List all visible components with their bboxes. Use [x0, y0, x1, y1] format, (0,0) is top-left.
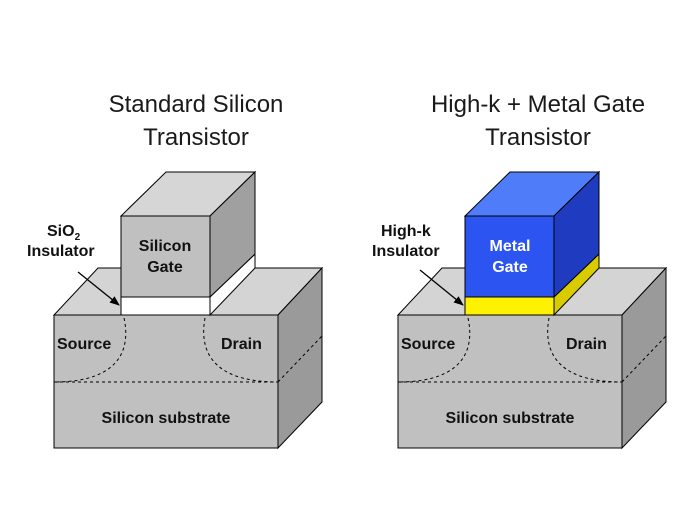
right-highk-insulator: [464, 296, 555, 316]
right-drain-region: [547, 317, 623, 383]
left-insulator-formula: SiO: [47, 223, 75, 240]
left-gate-label-line1: Silicon: [139, 238, 191, 255]
left-gate-label-line2: Gate: [147, 259, 183, 276]
right-title: High-k + Metal Gate Transistor: [430, 91, 646, 151]
left-source-label: Source: [57, 336, 111, 353]
right-substrate-front: [397, 314, 623, 449]
left-drain-region: [203, 317, 279, 383]
right-source-label: Source: [401, 336, 455, 353]
right-transistor: Metal Gate High-k Insulator Source Drain…: [372, 170, 668, 450]
left-insulator-arrow: [77, 271, 120, 306]
right-source-region: [397, 317, 471, 383]
left-gate-stack: [119, 170, 257, 317]
left-substrate-front: [53, 314, 279, 449]
left-insulator-subscript: 2: [75, 232, 81, 243]
right-metal-gate: [464, 215, 555, 298]
right-substrate-block: [396, 266, 668, 450]
left-substrate-side-boundary: [277, 335, 323, 383]
right-substrate-label: Silicon substrate: [446, 410, 575, 427]
right-drain-label: Drain: [566, 336, 607, 353]
right-insulator-label-line2: Insulator: [372, 243, 440, 260]
left-title: Standard Silicon Transistor: [108, 91, 284, 151]
right-gate-stack: [463, 170, 601, 317]
left-transistor: Silicon Gate SiO2 Insulator Source Drain…: [27, 170, 324, 450]
left-source-region: [53, 317, 127, 383]
left-drain-label: Drain: [221, 336, 262, 353]
right-gate-label-line1: Metal: [490, 238, 531, 255]
left-insulator-label: SiO2: [47, 223, 81, 243]
left-insulator-label-line2: Insulator: [27, 243, 95, 260]
left-silicon-gate: [120, 215, 211, 298]
right-insulator-label-line1: High-k: [381, 223, 431, 240]
left-sio2-insulator: [120, 296, 211, 316]
left-substrate-label: Silicon substrate: [102, 410, 231, 427]
right-substrate-side-boundary: [621, 335, 667, 383]
right-gate-label-line2: Gate: [492, 259, 528, 276]
right-insulator-arrow: [419, 269, 464, 306]
